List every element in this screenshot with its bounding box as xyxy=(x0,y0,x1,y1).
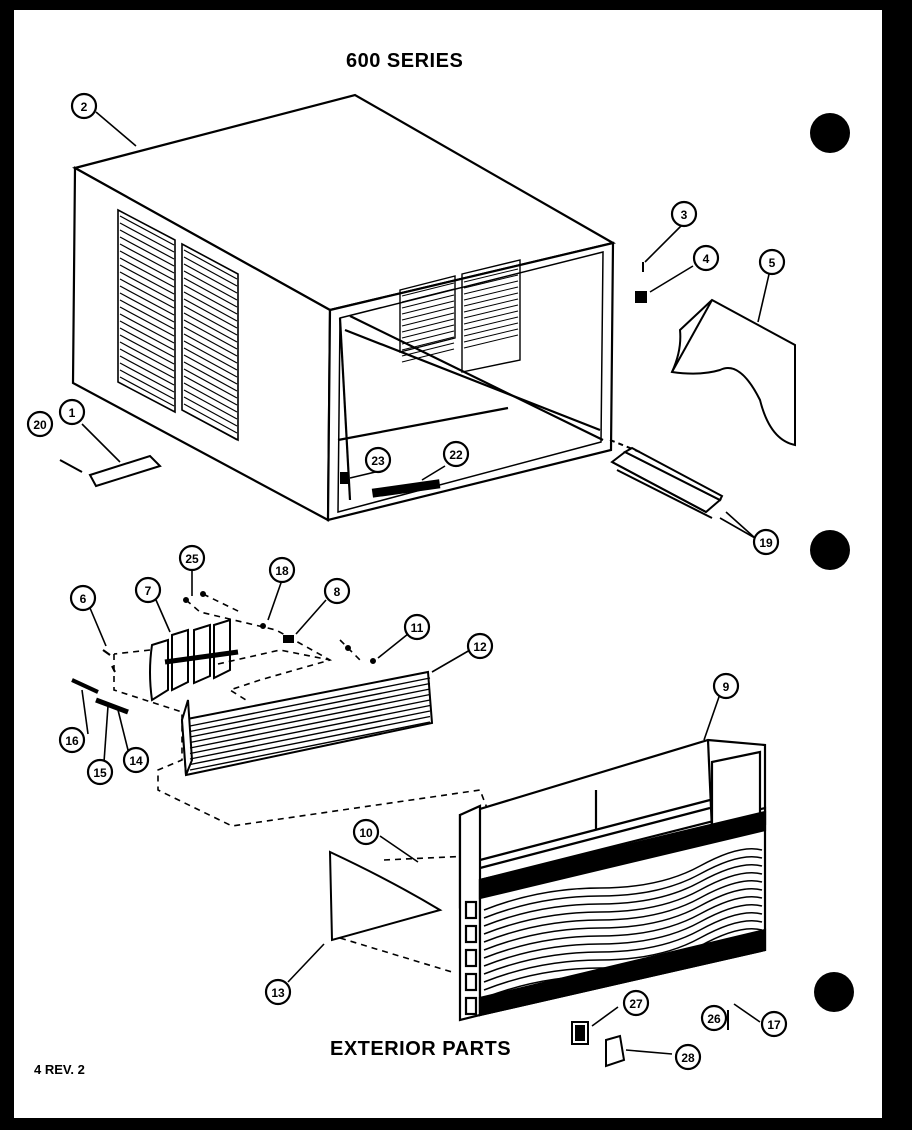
callout-label: 4 xyxy=(703,252,710,266)
louver-blades-part xyxy=(149,618,239,702)
leader-lines xyxy=(81,111,771,1055)
callout-18: 18 xyxy=(268,556,296,584)
callout-28: 28 xyxy=(674,1043,702,1071)
callout-label: 12 xyxy=(473,640,487,654)
callout-4: 4 xyxy=(692,244,720,272)
callout-label: 6 xyxy=(80,592,87,606)
rail-part xyxy=(609,439,724,519)
knob-parts xyxy=(571,1010,729,1068)
callout-15: 15 xyxy=(86,758,114,786)
callout-label: 27 xyxy=(629,997,643,1011)
callout-27: 27 xyxy=(622,989,650,1017)
punch-hole xyxy=(814,972,854,1012)
callout-label: 17 xyxy=(767,1018,781,1032)
callout-3: 3 xyxy=(670,200,698,228)
callout-label: 10 xyxy=(359,826,373,840)
callout-9: 9 xyxy=(712,672,740,700)
callout-14: 14 xyxy=(122,746,150,774)
callout-10: 10 xyxy=(352,818,380,846)
grille-part xyxy=(180,670,434,777)
assembly-guide-lines xyxy=(113,593,505,973)
callout-label: 14 xyxy=(129,754,143,768)
diagram-caption: EXTERIOR PARTS xyxy=(330,1038,512,1060)
callout-6: 6 xyxy=(69,584,97,612)
callout-8: 8 xyxy=(323,577,351,605)
front-panel-part xyxy=(458,738,767,1022)
callout-label: 28 xyxy=(681,1051,695,1065)
callout-label: 1 xyxy=(69,406,76,420)
callout-label: 22 xyxy=(449,448,463,462)
callout-label: 9 xyxy=(723,680,730,694)
punch-hole xyxy=(810,530,850,570)
callout-17: 17 xyxy=(760,1010,788,1038)
callout-label: 7 xyxy=(145,584,152,598)
callout-label: 18 xyxy=(275,564,289,578)
diagram-title: 600 SERIES xyxy=(346,50,464,72)
callout-label: 5 xyxy=(769,256,776,270)
callout-label: 15 xyxy=(93,766,107,780)
callout-label: 23 xyxy=(371,454,385,468)
side-panel-part xyxy=(328,850,443,942)
callout-23: 23 xyxy=(364,446,392,474)
callout-label: 26 xyxy=(707,1012,721,1026)
callout-12: 12 xyxy=(466,632,494,660)
callout-13: 13 xyxy=(264,978,292,1006)
callout-20: 20 xyxy=(26,410,54,438)
callout-26: 26 xyxy=(700,1004,728,1032)
callout-label: 19 xyxy=(759,536,773,550)
callout-label: 8 xyxy=(334,585,341,599)
callout-label: 25 xyxy=(185,552,199,566)
callout-label: 3 xyxy=(681,208,688,222)
callout-11: 11 xyxy=(403,613,431,641)
callout-2: 2 xyxy=(70,92,98,120)
callout-label: 16 xyxy=(65,734,79,748)
callout-22: 22 xyxy=(442,440,470,468)
callout-label: 13 xyxy=(271,986,285,1000)
screw-part xyxy=(635,262,647,303)
callout-16: 16 xyxy=(58,726,86,754)
callout-19: 19 xyxy=(752,528,780,556)
callout-5: 5 xyxy=(758,248,786,276)
bracket-part xyxy=(59,454,162,488)
callout-label: 11 xyxy=(411,621,424,635)
cabinet-part xyxy=(71,93,616,522)
callout-label: 20 xyxy=(33,418,47,432)
page-number: 4 REV. 2 xyxy=(34,1062,85,1077)
punch-hole xyxy=(810,113,850,153)
side-curtain-part xyxy=(670,298,796,447)
callout-7: 7 xyxy=(134,576,162,604)
callout-label: 2 xyxy=(81,100,88,114)
callout-1: 1 xyxy=(58,398,86,426)
callout-25: 25 xyxy=(178,544,206,572)
